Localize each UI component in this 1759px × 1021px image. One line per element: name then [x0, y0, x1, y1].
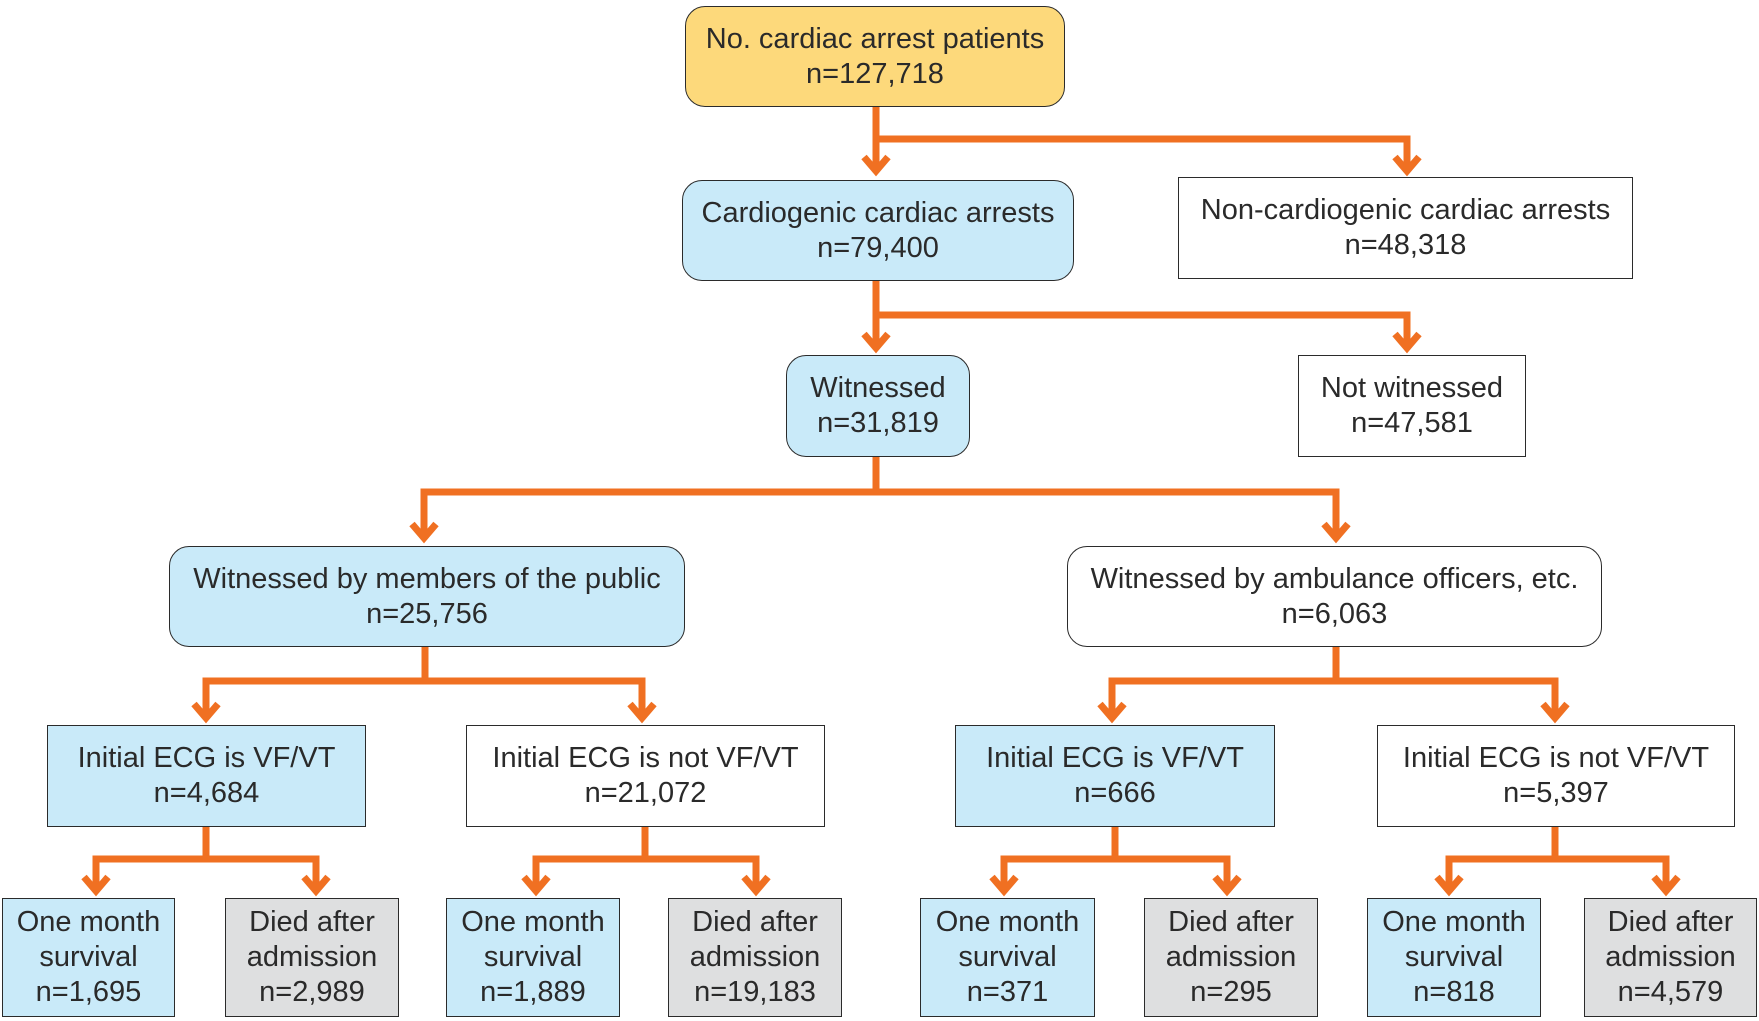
node-public-initial-ecg-not-vf-vt: Initial ECG is not VF/VT n=21,072: [466, 725, 825, 827]
leaf-died-after-admission: Died after admission n=295: [1144, 898, 1318, 1017]
leaf-line-1: One month: [16, 906, 161, 938]
node-count: n=5,397: [1503, 777, 1609, 809]
connector-arrowhead: [1392, 331, 1422, 354]
leaf-one-month-survival: One month survival n=1,889: [446, 898, 620, 1017]
leaf-count: n=19,183: [694, 976, 816, 1008]
leaf-line-1: Died after: [692, 906, 818, 938]
leaf-line-2: survival: [958, 941, 1057, 973]
leaf-count: n=818: [1413, 976, 1495, 1008]
connector-arrowhead: [741, 874, 771, 897]
leaf-count: n=1,695: [35, 976, 142, 1008]
node-cardiogenic-cardiac-arrests: Cardiogenic cardiac arrests n=79,400: [682, 180, 1074, 281]
leaf-line-1: One month: [461, 906, 605, 938]
node-label: Initial ECG is VF/VT: [986, 742, 1244, 774]
connector-arrowhead: [1434, 874, 1464, 897]
connector-arrowhead: [627, 701, 657, 724]
node-label: Initial ECG is not VF/VT: [1402, 742, 1710, 774]
connector-arrowhead: [1651, 874, 1681, 897]
leaf-count: n=4,579: [1617, 976, 1724, 1008]
connector-arrowhead: [989, 874, 1019, 897]
root-node-cardiac-arrest-patients: No. cardiac arrest patients n=127,718: [685, 6, 1065, 107]
connector-arrowhead: [409, 521, 439, 544]
node-count: n=127,718: [806, 57, 944, 90]
leaf-died-after-admission: Died after admission n=19,183: [668, 898, 842, 1017]
leaf-line-2: admission: [1605, 941, 1736, 973]
node-count: n=4,684: [153, 777, 260, 809]
node-count: n=21,072: [584, 777, 707, 809]
node-label: Witnessed by ambulance officers, etc.: [1090, 562, 1579, 595]
leaf-line-1: One month: [1382, 906, 1526, 938]
leaf-line-2: survival: [39, 941, 138, 973]
node-witnessed-by-public: Witnessed by members of the public n=25,…: [169, 546, 685, 647]
leaf-line-1: Died after: [249, 906, 375, 938]
node-label: Not witnessed: [1320, 372, 1504, 404]
node-non-cardiogenic-cardiac-arrests: Non-cardiogenic cardiac arrests n=48,318: [1178, 177, 1633, 279]
leaf-line-2: admission: [1165, 941, 1297, 973]
connector-arrowhead: [521, 874, 551, 897]
node-witnessed-by-ambulance: Witnessed by ambulance officers, etc. n=…: [1067, 546, 1602, 647]
node-count: n=6,063: [1281, 597, 1388, 630]
node-count: n=48,318: [1344, 229, 1467, 261]
leaf-one-month-survival: One month survival n=371: [920, 898, 1095, 1017]
connector-arrowhead: [1392, 154, 1422, 177]
node-count: n=666: [1074, 777, 1156, 809]
node-ambulance-initial-ecg-not-vf-vt: Initial ECG is not VF/VT n=5,397: [1377, 725, 1735, 827]
connector-arrowhead: [1321, 521, 1351, 544]
leaf-count: n=2,989: [259, 976, 365, 1008]
node-count: n=31,819: [817, 407, 939, 439]
connector-arrowhead: [1097, 701, 1127, 724]
leaf-line-2: admission: [246, 941, 378, 973]
node-count: n=79,400: [817, 231, 939, 264]
node-label: Initial ECG is VF/VT: [77, 742, 336, 774]
node-ambulance-initial-ecg-vf-vt: Initial ECG is VF/VT n=666: [955, 725, 1275, 827]
node-label: No. cardiac arrest patients: [705, 22, 1045, 55]
node-label: Cardiogenic cardiac arrests: [701, 196, 1055, 229]
node-witnessed: Witnessed n=31,819: [786, 355, 970, 457]
node-count: n=25,756: [366, 597, 488, 630]
node-not-witnessed: Not witnessed n=47,581: [1298, 355, 1526, 457]
connector-arrowhead: [301, 874, 331, 897]
connector-arrowhead: [861, 154, 891, 177]
leaf-line-1: One month: [935, 906, 1080, 938]
leaf-line-2: survival: [1404, 941, 1504, 973]
leaf-line-1: Died after: [1607, 906, 1734, 938]
node-label: Initial ECG is not VF/VT: [492, 742, 799, 774]
node-count: n=47,581: [1351, 407, 1473, 439]
leaf-one-month-survival: One month survival n=818: [1367, 898, 1541, 1017]
leaf-count: n=295: [1190, 976, 1272, 1008]
leaf-line-1: Died after: [1168, 906, 1294, 938]
leaf-count: n=1,889: [480, 976, 586, 1008]
leaf-line-2: survival: [483, 941, 583, 973]
connector-arrowhead: [1212, 874, 1242, 897]
leaf-died-after-admission: Died after admission n=4,579: [1584, 898, 1757, 1017]
node-label: Non-cardiogenic cardiac arrests: [1200, 194, 1611, 226]
connector-arrowhead: [861, 331, 891, 354]
node-label: Witnessed by members of the public: [193, 562, 661, 595]
connector-arrowhead: [1540, 701, 1570, 724]
leaf-died-after-admission: Died after admission n=2,989: [225, 898, 399, 1017]
connector-arrowhead: [191, 701, 221, 724]
leaf-one-month-survival: One month survival n=1,695: [2, 898, 175, 1017]
connector-arrowhead: [81, 874, 111, 897]
leaf-count: n=371: [966, 976, 1049, 1008]
node-label: Witnessed: [810, 372, 946, 404]
leaf-line-2: admission: [689, 941, 821, 973]
node-public-initial-ecg-vf-vt: Initial ECG is VF/VT n=4,684: [47, 725, 366, 827]
